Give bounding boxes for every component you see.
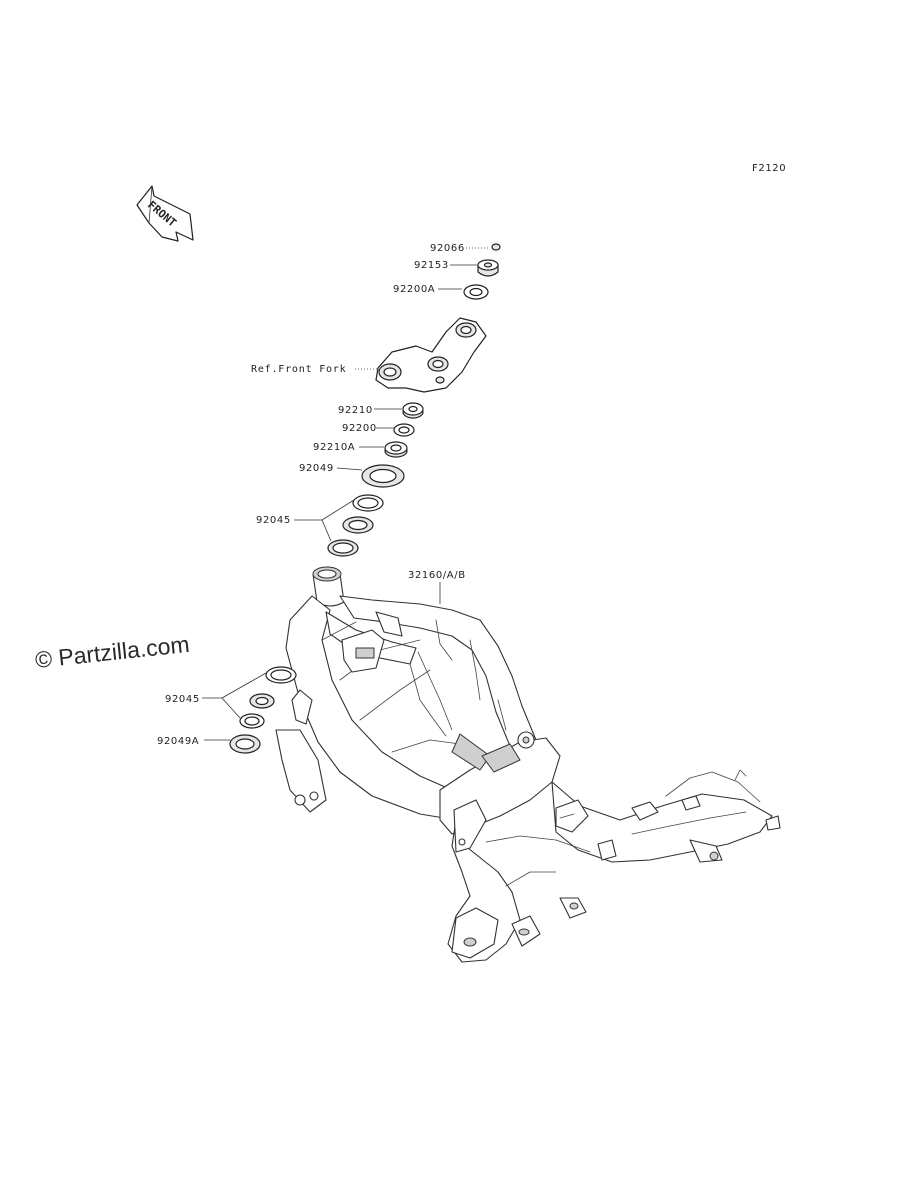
- label-92066[interactable]: 92066: [430, 243, 465, 254]
- part-92153: 92153: [414, 259, 499, 277]
- part-92049A: 92049A: [157, 734, 261, 754]
- main-frame-32160: 32160/A/B: [275, 566, 781, 963]
- upper-triple-clamp: Ref.Front Fork: [251, 317, 487, 393]
- label-ref-front-fork[interactable]: Ref.Front Fork: [251, 364, 347, 375]
- front-arrow-icon: FRONT: [136, 185, 194, 242]
- part-92200: 92200: [342, 423, 415, 437]
- watermark: © Partzilla.com: [34, 631, 191, 673]
- label-92210[interactable]: 92210: [338, 405, 373, 416]
- part-92045-upper: 92045: [256, 494, 384, 557]
- label-92045-lower[interactable]: 92045: [165, 694, 200, 705]
- part-92066: 92066: [430, 243, 501, 254]
- label-92049A[interactable]: 92049A: [157, 736, 199, 747]
- diagram-code: F2120: [752, 163, 786, 174]
- part-92210: 92210: [338, 402, 424, 419]
- part-92045-lower: 92045: [165, 666, 297, 729]
- label-92045-upper[interactable]: 92045: [256, 515, 291, 526]
- part-92200A: 92200A: [393, 284, 489, 300]
- label-92153[interactable]: 92153: [414, 260, 449, 271]
- label-92200A[interactable]: 92200A: [393, 284, 435, 295]
- part-92210A: 92210A: [313, 441, 408, 458]
- label-92210A[interactable]: 92210A: [313, 442, 355, 453]
- part-92049: 92049: [299, 463, 405, 488]
- label-92200[interactable]: 92200: [342, 423, 377, 434]
- label-92049[interactable]: 92049: [299, 463, 334, 474]
- label-32160-A-B[interactable]: 32160/A/B: [408, 570, 466, 581]
